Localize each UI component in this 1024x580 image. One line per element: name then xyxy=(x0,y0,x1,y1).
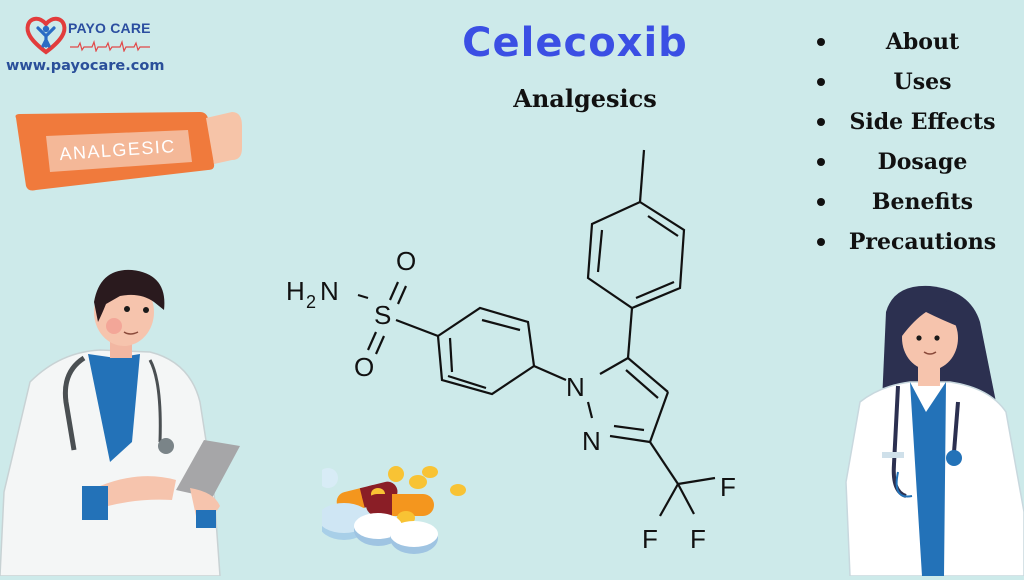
topic-item-precautions[interactable]: Precautions xyxy=(805,222,1010,262)
topic-item-side-effects[interactable]: Side Effects xyxy=(805,102,1010,142)
svg-text:2: 2 xyxy=(306,292,316,312)
svg-text:N: N xyxy=(320,276,339,306)
pills-illustration xyxy=(318,458,472,556)
topic-item-benefits[interactable]: Benefits xyxy=(805,182,1010,222)
brand-name: PAYO CARE xyxy=(68,20,151,36)
topic-item-uses[interactable]: Uses xyxy=(805,62,1010,102)
bullet-icon xyxy=(817,118,825,126)
celecoxib-molecule-diagram: O S O H 2 N N N F F F xyxy=(270,140,750,560)
page-subtitle: Analgesics xyxy=(513,84,657,113)
bullet-icon xyxy=(817,78,825,86)
topics-list: About Uses Side Effects Dosage Benefits … xyxy=(805,22,1010,262)
bullet-icon xyxy=(817,198,825,206)
svg-text:F: F xyxy=(720,472,736,502)
analgesic-tube-illustration: ANALGESIC xyxy=(10,100,242,196)
heart-person-icon xyxy=(25,16,67,55)
svg-text:F: F xyxy=(690,524,706,554)
svg-text:S: S xyxy=(374,300,391,330)
svg-text:F: F xyxy=(642,524,658,554)
bullet-icon xyxy=(817,158,825,166)
ointment-tube-icon: ANALGESIC xyxy=(15,112,242,191)
male-doctor-illustration xyxy=(0,262,262,577)
website-url[interactable]: www.payocare.com xyxy=(6,58,165,74)
doctor-icon xyxy=(845,285,1024,577)
pills-icon xyxy=(318,466,466,554)
female-doctor-illustration xyxy=(830,282,1024,577)
doctor-icon xyxy=(0,269,240,577)
brand-logo[interactable]: PAYO CARE xyxy=(24,14,164,60)
bullet-icon xyxy=(817,238,825,246)
topic-item-dosage[interactable]: Dosage xyxy=(805,142,1010,182)
heartbeat-line-icon xyxy=(70,40,150,52)
svg-text:H: H xyxy=(286,276,305,306)
svg-text:N: N xyxy=(566,372,585,402)
page-title: Celecoxib xyxy=(462,20,688,66)
topic-item-about[interactable]: About xyxy=(805,22,1010,62)
svg-text:O: O xyxy=(396,246,416,276)
bullet-icon xyxy=(817,38,825,46)
svg-text:N: N xyxy=(582,426,601,456)
svg-text:O: O xyxy=(354,352,374,382)
